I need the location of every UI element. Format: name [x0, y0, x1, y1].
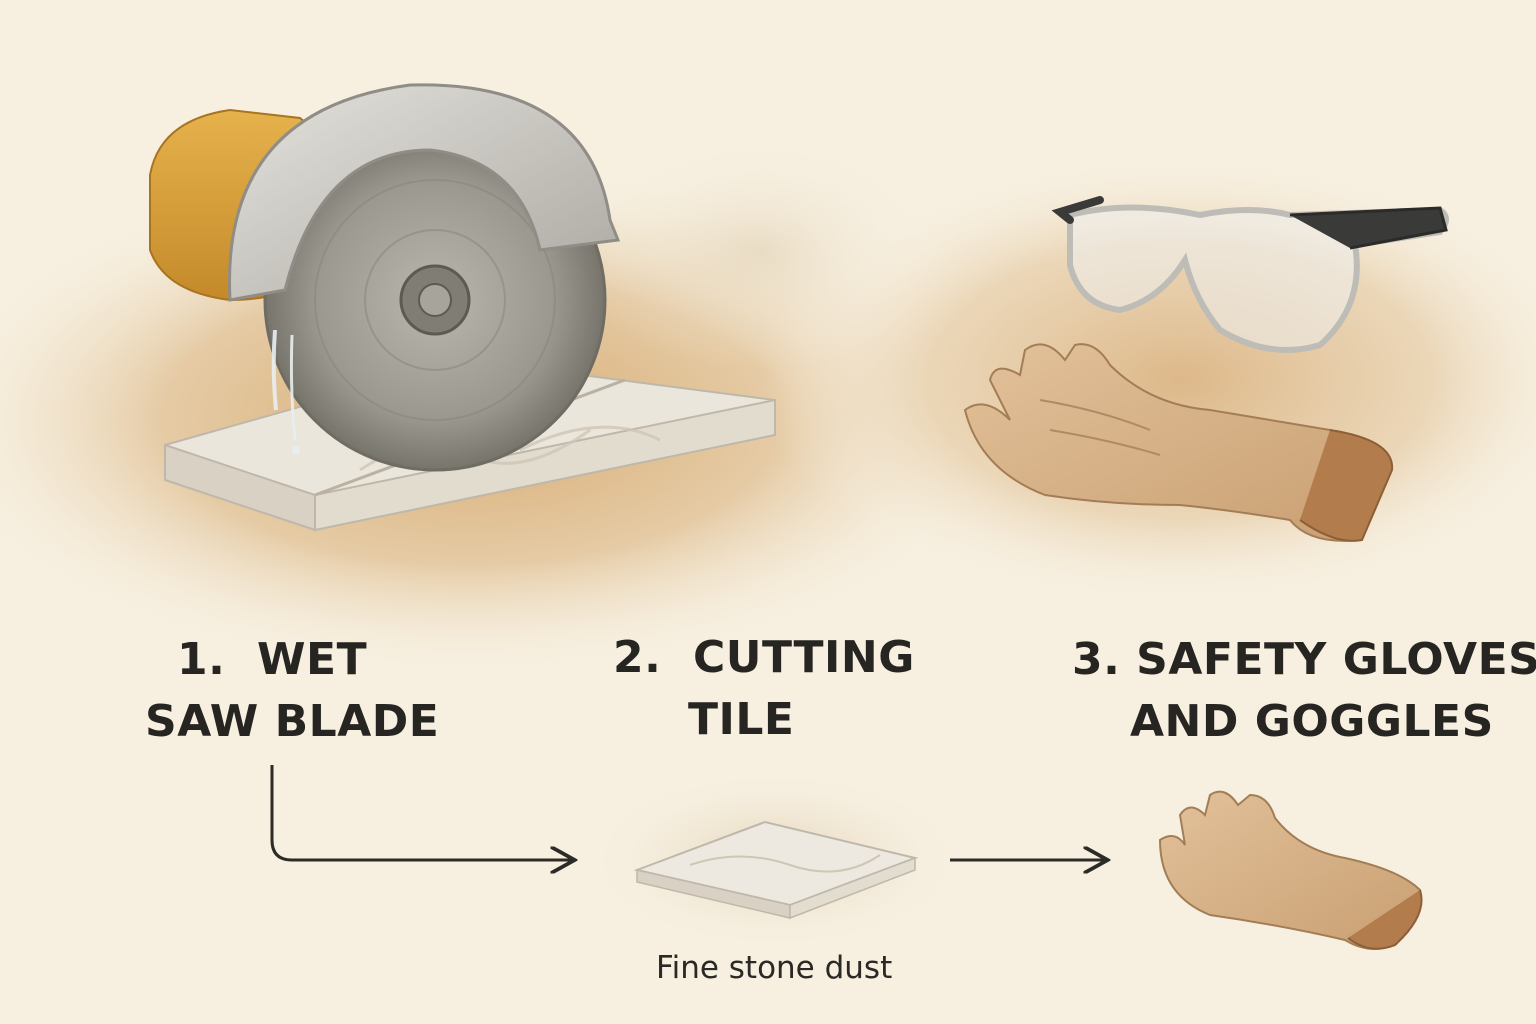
safety-goggles-icon: [1051, 196, 1449, 353]
glove-icon: [1158, 790, 1423, 950]
step-3-number: 3.: [1072, 634, 1121, 685]
step-2-line1: CUTTING: [692, 632, 915, 683]
step-1-number: 1.: [177, 634, 226, 685]
dust-caption: Fine stone dust: [656, 950, 893, 986]
glove-icon: [963, 343, 1394, 542]
wet-saw-icon: [149, 83, 776, 532]
step-3-line2: AND GOGGLES: [1130, 696, 1494, 747]
step-1-line2: SAW BLADE: [145, 696, 440, 747]
step-2-number: 2.: [613, 632, 662, 683]
tile-icon: [575, 765, 975, 955]
step-1-label: 1. WET SAW BLADE: [145, 629, 439, 753]
step-1-line1: WET: [256, 634, 368, 685]
step-3-line1: SAFETY GLOVES: [1136, 634, 1536, 685]
step-2-line2: TILE: [688, 694, 795, 745]
step-2-label: 2. CUTTING TILE: [613, 627, 915, 751]
arrow-right-icon: [270, 765, 572, 860]
step-3-label: 3. SAFETY GLOVES AND GOGGLES: [1072, 629, 1536, 753]
